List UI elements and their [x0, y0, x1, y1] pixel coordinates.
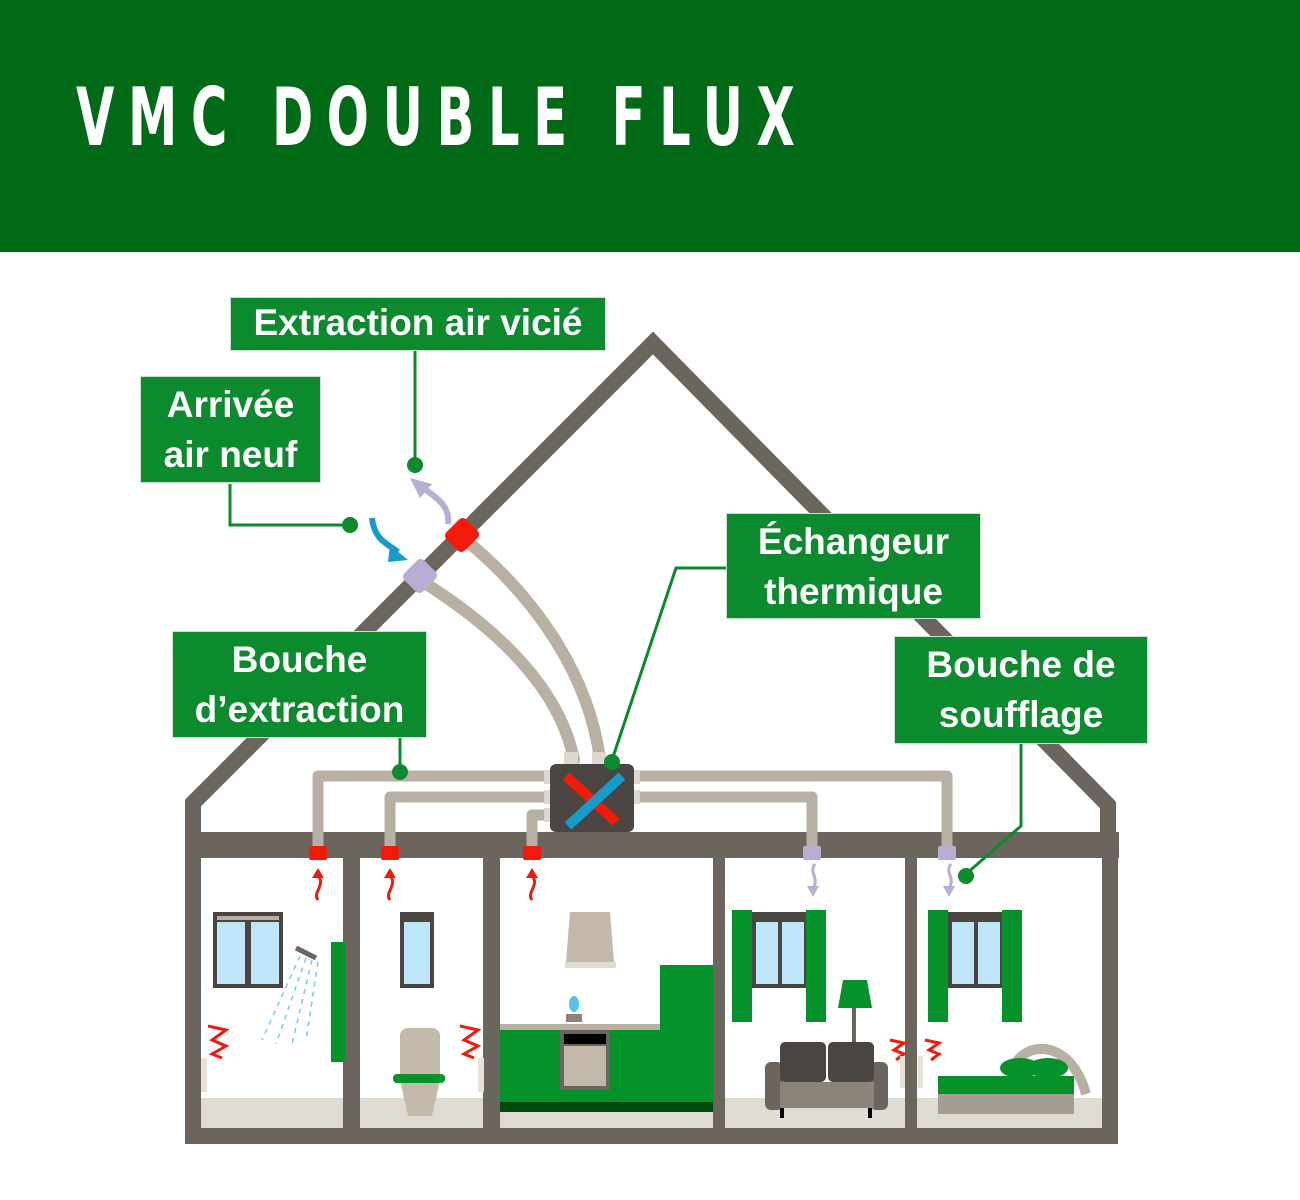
bathroom-cabinet	[331, 942, 345, 1062]
kitchen-hood	[565, 912, 616, 968]
kitchen-worktop	[500, 1024, 660, 1030]
leader-dots	[342, 457, 974, 884]
bathroom-window	[213, 912, 283, 988]
fresh-air-arrow	[369, 517, 400, 555]
ceiling-slab	[185, 832, 1119, 858]
supply-vents	[803, 846, 956, 860]
bedroom-window	[928, 910, 1022, 1022]
label-text-line2: thermique	[764, 571, 943, 612]
heat-exchanger	[544, 752, 640, 832]
label-text-line1: Bouche de	[926, 644, 1116, 685]
header-banner: VMC DOUBLE FLUX	[0, 0, 1300, 252]
page-title: VMC DOUBLE FLUX	[76, 71, 809, 164]
supply-arrows	[807, 863, 955, 897]
fresh-air-intake-vent	[402, 558, 438, 594]
roof	[185, 331, 1116, 840]
floor-lamp	[838, 980, 872, 1048]
stale-air-arrowhead	[410, 478, 432, 498]
extraction-vents	[309, 846, 541, 860]
walls	[185, 832, 1118, 1144]
vmc-house-diagram	[185, 331, 1119, 1144]
sofa	[765, 1042, 888, 1118]
pot-steam	[566, 996, 582, 1022]
oven	[560, 1030, 610, 1102]
label-text-line2: soufflage	[938, 694, 1104, 735]
roof-ducts	[414, 531, 606, 766]
extraction-arrows	[312, 868, 538, 901]
kitchen-cabinets	[500, 965, 713, 1112]
label-extraction-air-vicie: Extraction air vicié	[230, 297, 606, 351]
label-text-line1: Bouche	[231, 639, 368, 680]
label-arrivee-air-neuf: Arrivée air neuf	[140, 376, 321, 483]
label-text: Extraction air vicié	[253, 302, 583, 343]
shower	[261, 945, 319, 1045]
label-echangeur-thermique: Échangeur thermique	[726, 513, 981, 619]
living-room-window	[732, 910, 826, 1022]
label-bouche-extraction: Bouche d’extraction	[172, 631, 427, 738]
toilet	[393, 1028, 445, 1116]
leader-lines	[228, 350, 1023, 876]
stale-air-exhaust-vent	[444, 517, 480, 553]
label-text-line2: d’extraction	[194, 689, 405, 730]
fresh-air-arrowhead	[388, 545, 408, 562]
wc-window	[400, 912, 434, 988]
stale-air-arrow	[424, 487, 452, 525]
label-text-line2: air neuf	[163, 434, 298, 475]
label-text-line1: Échangeur	[757, 521, 950, 562]
label-text-line1: Arrivée	[166, 384, 295, 425]
label-bouche-soufflage: Bouche de soufflage	[894, 636, 1148, 744]
bed	[938, 1044, 1091, 1114]
